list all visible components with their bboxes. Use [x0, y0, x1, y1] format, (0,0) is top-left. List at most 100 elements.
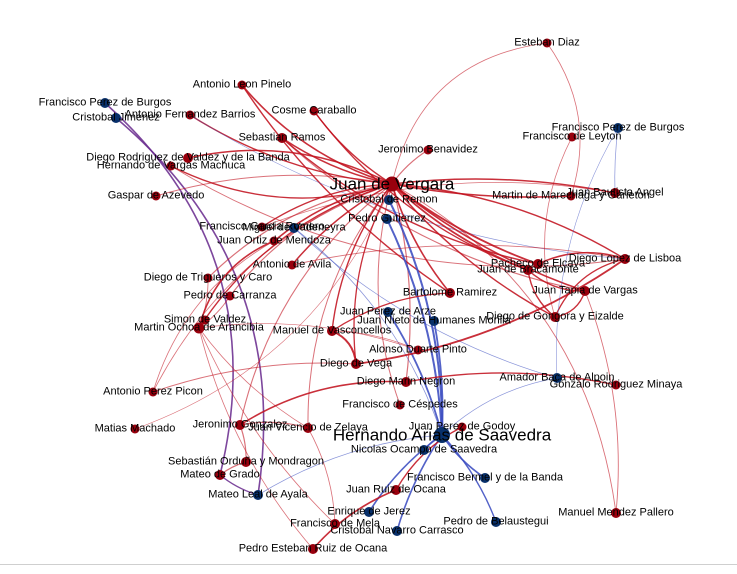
graph-edge: [198, 327, 314, 550]
graph-edge: [546, 42, 581, 197]
graph-edge: [391, 183, 626, 260]
graph-node[interactable]: [542, 38, 552, 48]
graph-node[interactable]: [130, 424, 140, 434]
graph-node[interactable]: [185, 110, 195, 120]
graph-node[interactable]: [457, 422, 467, 432]
graph-edge: [331, 292, 451, 332]
graph-node[interactable]: [287, 260, 297, 270]
graph-node[interactable]: [241, 457, 251, 467]
graph-edge: [115, 117, 265, 496]
graph-node[interactable]: [550, 312, 560, 322]
graph-edge: [152, 362, 357, 393]
graph-node[interactable]: [327, 326, 337, 336]
graph-edge: [391, 183, 556, 318]
graph-node[interactable]: [419, 445, 429, 455]
graph-edge: [134, 183, 393, 430]
graph-node[interactable]: [215, 470, 225, 480]
graph-edge: [544, 136, 573, 318]
graph-node[interactable]: [111, 113, 121, 123]
graph-edge: [291, 183, 393, 266]
graph-edge: [391, 183, 411, 383]
graph-node[interactable]: [383, 307, 393, 317]
graph-node[interactable]: [620, 254, 630, 264]
graph-node[interactable]: [309, 106, 319, 116]
graph-node[interactable]: [148, 387, 158, 397]
graph-edge: [152, 240, 275, 393]
graph-edge: [386, 218, 443, 436]
graph-node[interactable]: [351, 359, 361, 369]
graph-node[interactable]: [445, 288, 455, 298]
graph-node[interactable]: [580, 286, 590, 296]
graph-node[interactable]: [384, 195, 394, 205]
graph-edge: [241, 84, 393, 185]
graph-node[interactable]: [203, 273, 213, 283]
graph-node[interactable]: [567, 132, 577, 142]
graph-node[interactable]: [523, 265, 533, 275]
graph-edge: [391, 183, 572, 198]
graph-edge: [257, 434, 443, 496]
graph-edge: [261, 183, 393, 228]
graph-edge: [368, 434, 443, 513]
graph-edge: [331, 183, 393, 332]
graph-node[interactable]: [303, 423, 313, 433]
graph-node[interactable]: [611, 380, 621, 390]
graph-node[interactable]: [269, 236, 279, 246]
graph-edge: [353, 183, 393, 365]
graph-node[interactable]: [491, 517, 501, 527]
graph-node[interactable]: [392, 526, 402, 536]
graph-edge: [239, 424, 247, 463]
graph-node[interactable]: [429, 316, 439, 326]
graph-node[interactable]: [330, 519, 340, 529]
graph-node[interactable]: [166, 161, 176, 171]
graph-edge: [614, 127, 619, 194]
graph-edge: [198, 323, 419, 351]
graph-node[interactable]: [193, 322, 205, 334]
graph-edge: [312, 489, 397, 550]
graph-node[interactable]: [434, 427, 450, 443]
graph-edge: [273, 183, 393, 242]
graph-edge: [219, 474, 259, 496]
graph-edge: [391, 42, 548, 185]
graph-edge: [187, 149, 393, 185]
graph-edge: [584, 290, 619, 514]
graph-edge: [198, 327, 336, 525]
graph-node[interactable]: [401, 377, 411, 387]
graph-node[interactable]: [225, 291, 235, 301]
bottom-divider: [0, 564, 737, 565]
graph-node[interactable]: [237, 80, 247, 90]
graph-node[interactable]: [382, 214, 392, 224]
graph-node[interactable]: [480, 473, 490, 483]
graph-node[interactable]: [611, 508, 621, 518]
graph-node[interactable]: [533, 259, 543, 269]
graph-node[interactable]: [100, 98, 110, 108]
graph-node[interactable]: [610, 188, 620, 198]
graph-node[interactable]: [391, 485, 401, 495]
graph-node[interactable]: [151, 191, 161, 201]
graph-node[interactable]: [277, 133, 287, 143]
graph-edge: [405, 372, 617, 386]
graph-node[interactable]: [384, 176, 400, 192]
graph-node[interactable]: [364, 507, 374, 517]
graph-node[interactable]: [395, 400, 405, 410]
graph-edge: [391, 183, 529, 271]
graph-node[interactable]: [308, 544, 318, 554]
graph-node[interactable]: [235, 420, 245, 430]
graph-edge: [433, 320, 444, 436]
graph-node[interactable]: [253, 490, 263, 500]
graph-edge: [387, 311, 443, 436]
graph-node[interactable]: [413, 345, 423, 355]
graph-node[interactable]: [257, 222, 267, 232]
graph-node[interactable]: [613, 123, 623, 133]
graph-edge: [104, 102, 234, 476]
graph-edge: [331, 330, 357, 365]
graph-edge: [554, 258, 626, 318]
graph-node[interactable]: [289, 223, 299, 233]
graph-node[interactable]: [183, 153, 193, 163]
graph-node[interactable]: [566, 191, 576, 201]
graph-edge: [391, 183, 451, 294]
graph-node[interactable]: [423, 145, 433, 155]
graph-node[interactable]: [200, 315, 210, 325]
graph-node[interactable]: [552, 373, 562, 383]
